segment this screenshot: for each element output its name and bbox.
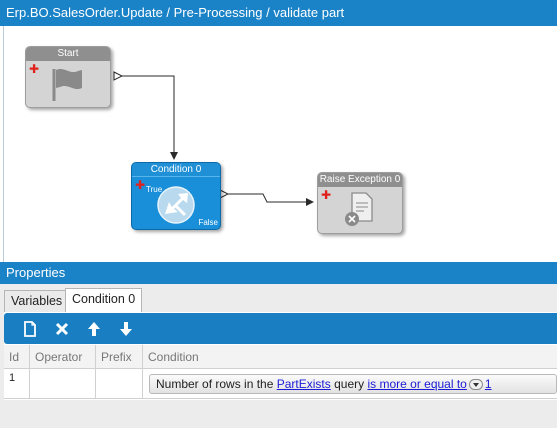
move-down-icon[interactable] xyxy=(116,319,136,339)
query-link[interactable]: PartExists xyxy=(276,377,331,391)
condition-node[interactable]: Condition 0 ✚ True False xyxy=(131,162,221,230)
delete-icon[interactable] xyxy=(52,319,72,339)
workflow-canvas[interactable]: Start ✚ Condition 0 ✚ True False xyxy=(3,26,557,262)
tab-variables[interactable]: Variables xyxy=(4,290,70,312)
true-branch-label: True xyxy=(146,185,163,194)
start-node[interactable]: Start ✚ xyxy=(25,46,111,108)
window-title: Erp.BO.SalesOrder.Update / Pre-Processin… xyxy=(0,0,557,26)
chevron-down-icon[interactable] xyxy=(468,379,483,390)
arrowhead-condition xyxy=(170,152,178,160)
condition-expression[interactable]: Number of rows in the PartExists query i… xyxy=(149,374,557,394)
connector-condition-to-exception xyxy=(226,193,306,203)
conditions-table-header: Id Operator Prefix Condition xyxy=(4,345,557,369)
condition-split-icon xyxy=(157,186,195,224)
start-add-icon[interactable]: ✚ xyxy=(29,62,40,76)
move-up-icon[interactable] xyxy=(84,319,104,339)
condition-text-part: query xyxy=(334,377,365,391)
row-operator-cell[interactable] xyxy=(30,369,96,399)
raise-exception-node[interactable]: Raise Exception 0 ✚ xyxy=(317,172,403,234)
tab-condition-0[interactable]: Condition 0 xyxy=(65,288,143,312)
connector-wires xyxy=(113,71,314,206)
raise-exception-node-title: Raise Exception 0 xyxy=(318,173,402,187)
flag-icon xyxy=(52,68,82,101)
false-branch-label: False xyxy=(198,218,218,227)
column-header-id: Id xyxy=(4,345,30,369)
connector-start-to-condition xyxy=(120,75,175,152)
raise-exception-add-icon[interactable]: ✚ xyxy=(321,188,332,202)
properties-panel-header: Properties xyxy=(0,262,557,284)
table-row[interactable]: 1 Number of rows in the PartExists query… xyxy=(4,369,557,399)
start-node-title: Start xyxy=(26,47,110,61)
properties-tabs: Variables Condition 0 xyxy=(0,284,557,312)
column-header-operator: Operator xyxy=(30,345,96,369)
condition-toolbar xyxy=(4,313,557,344)
column-header-condition: Condition xyxy=(148,350,199,364)
value-link[interactable]: 1 xyxy=(484,377,492,391)
condition-node-title: Condition 0 xyxy=(132,163,220,177)
column-header-prefix: Prefix xyxy=(96,345,143,369)
condition-output-port[interactable] xyxy=(219,189,230,199)
document-error-icon xyxy=(345,192,373,226)
table-empty-area xyxy=(4,400,557,428)
start-output-port[interactable] xyxy=(113,71,124,81)
new-icon[interactable] xyxy=(20,319,40,339)
row-id-cell: 1 xyxy=(4,369,30,399)
panel-left-frame xyxy=(0,284,4,428)
row-prefix-cell[interactable] xyxy=(96,369,143,399)
condition-text-part: Number of rows in the xyxy=(156,377,274,391)
comparison-link[interactable]: is more or equal to xyxy=(367,377,467,391)
condition-add-icon[interactable]: ✚ xyxy=(135,178,146,192)
arrowhead-exception xyxy=(306,198,314,206)
